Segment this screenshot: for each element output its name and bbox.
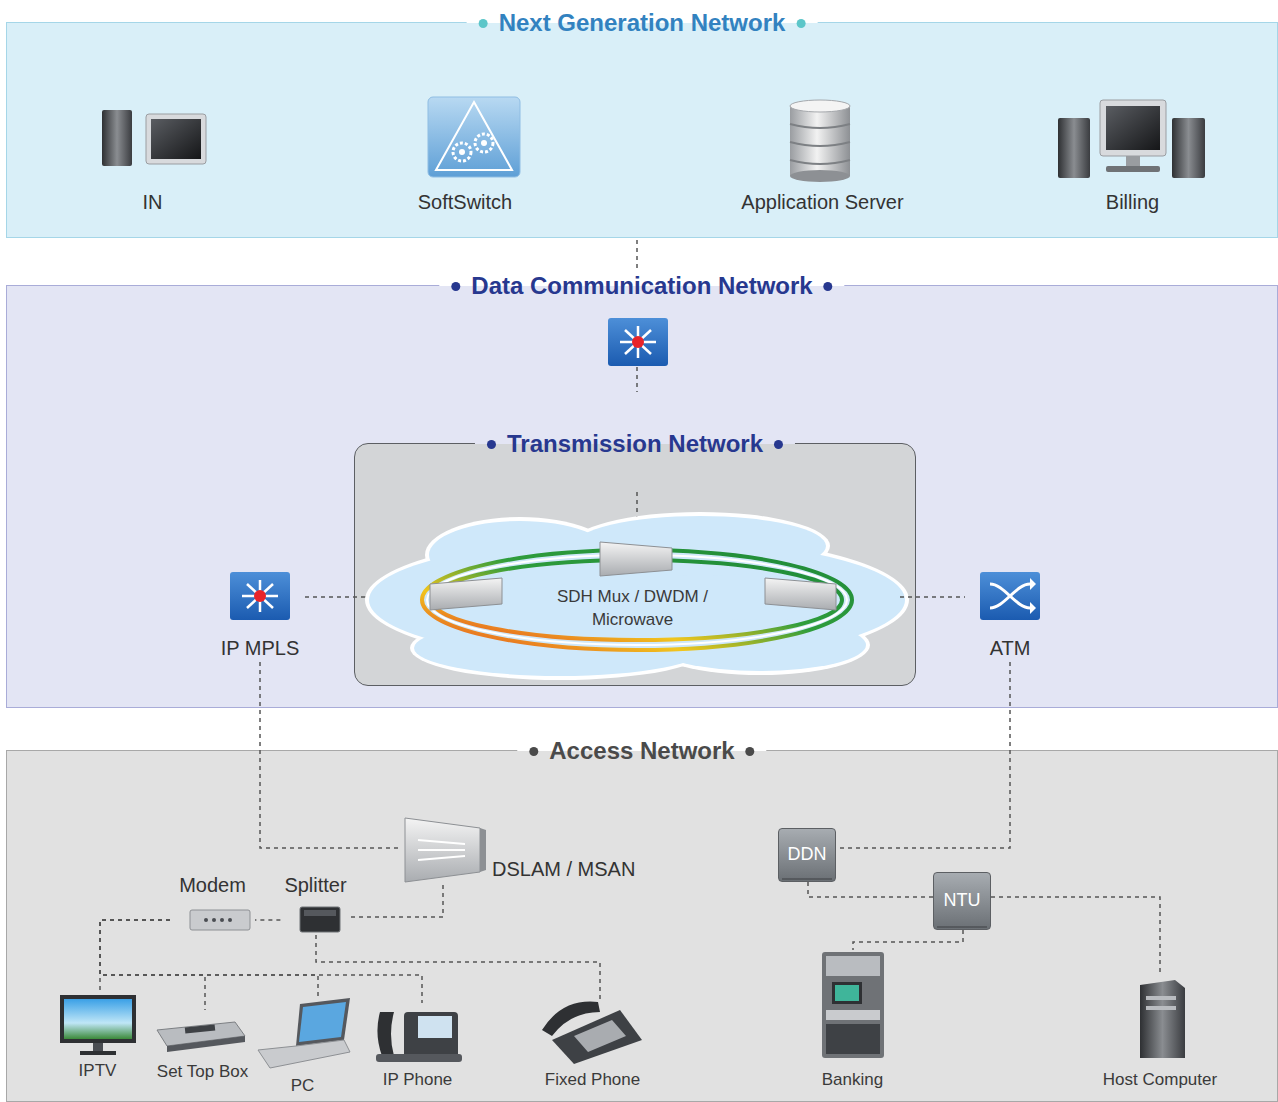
node-label: IP MPLS [221,636,300,660]
device-box: NTU [933,872,991,930]
node-label: DSLAM / MSAN [492,857,635,881]
dslam-node: DSLAM / MSAN [400,810,650,885]
dashed-link [255,919,280,921]
splitter-node: Splitter [280,873,350,935]
dashed-link [836,662,1010,848]
node-label: Banking [822,1070,883,1090]
terminal-node: IPTV [55,993,140,1088]
server-node: SoftSwitch [390,95,540,220]
laptop-icon [258,998,350,1068]
transmission-box: Transmission NetworkSDH Mux / DWDM / Mic… [354,443,916,686]
tv-icon [60,995,136,1055]
server-node: Billing [1045,95,1220,220]
splitter-icon [300,907,340,932]
modem-icon [190,910,250,930]
dashed-link [100,920,422,1003]
set-top-box-icon [157,1022,245,1052]
device-vents [782,879,987,927]
node-label: Billing [1106,190,1159,214]
switch-node: ATM [965,570,1055,662]
leader-lines [365,240,900,597]
device-box: DDN [778,828,836,882]
dslam-icon [405,818,486,882]
database-icon [790,100,850,182]
band-heading: Next Generation Network [467,8,818,38]
band-heading: Access Network [517,736,766,766]
server-node: IN [95,100,210,220]
terminal-node: Set Top Box [150,1010,255,1090]
terminal-node: Banking [810,950,895,1095]
node-label: IN [143,190,163,214]
dashed-link [808,882,933,897]
terminal-node: PC [255,998,350,1098]
dashed-link [100,920,205,1010]
band-heading: Data Communication Network [439,271,844,301]
terminal-node: IP Phone [370,1003,465,1093]
dashed-link [100,920,318,998]
node-label: ATM [990,636,1031,660]
node-label: Host Computer [1103,1070,1217,1090]
terminal-node: Fixed Phone [530,1000,655,1093]
ip-phone-icon [376,1012,462,1062]
ip-mpls-icon [230,572,290,620]
node-label: NTU [944,888,981,912]
billing-icon [1058,100,1205,178]
fixed-phone-icon [542,1002,642,1064]
node-label: IPTV [79,1061,117,1081]
node-label: SoftSwitch [418,190,512,214]
transmission-cloud-fill [369,516,905,676]
host-computer-icon [1140,980,1185,1058]
ring-cloud: SDH Mux / DWDM / Microwave [365,515,900,680]
network-band: Access NetworkDSLAM / MSANModemSplitterD… [6,750,1278,1102]
in-icon [102,110,206,166]
dashed-link [305,596,365,598]
node-label: SDH Mux / DWDM / Microwave [545,585,720,631]
atm-machine-icon [822,952,884,1058]
softswitch-icon [428,97,520,177]
node-label: Application Server [741,190,903,214]
node-label: IP Phone [383,1070,453,1090]
dashed-link [991,897,1160,975]
dashed-link [351,885,443,917]
server-node: Application Server [710,100,935,220]
network-band: Data Communication NetworkTransmission N… [6,285,1278,708]
network-band: Next Generation NetworkINSoftSwitchAppli… [6,22,1278,238]
mux-icons [430,542,836,610]
band-heading: Transmission Network [475,429,795,459]
ring-fibres [422,550,852,650]
dashed-link [853,930,963,950]
atm-switch-icon [980,572,1040,620]
node-label: Splitter [284,873,346,897]
modem-node: Modem [170,873,255,933]
dashed-link [316,935,600,1000]
node-label: Fixed Phone [545,1070,640,1090]
node-label: Set Top Box [157,1062,248,1082]
dashed-link [260,662,400,848]
transmission-cloud [365,512,909,680]
node-label: PC [291,1076,315,1096]
terminal-node: Host Computer [1090,975,1230,1093]
dashed-link [100,920,170,993]
node-label: Modem [179,873,246,897]
router-node: IP MPLS [215,570,305,662]
dashed-link [900,596,965,598]
node-label: DDN [788,842,827,866]
router-icon [608,318,668,366]
